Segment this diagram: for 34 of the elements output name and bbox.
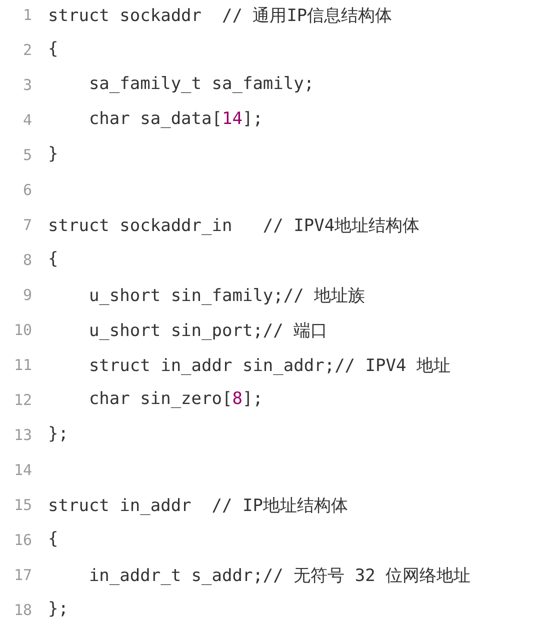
code-line: } (48, 144, 58, 164)
code-line: { (48, 39, 58, 59)
code-line: struct sockaddr // 通用IP信息结构体 (48, 5, 392, 27)
code-line: char sin_zero[8]; (88, 389, 263, 409)
code-line: }; (48, 424, 68, 444)
code-line: struct in_addr sin_addr;// IPV4 地址 (88, 355, 450, 377)
line-number: 7 (22, 216, 32, 234)
code-line: u_short sin_port;// 端口 (88, 320, 328, 342)
code-line: struct sockaddr_in // IPV4地址结构体 (48, 215, 420, 237)
line-number: 1 (22, 6, 32, 24)
line-number: 12 (12, 391, 32, 409)
line-number: 9 (22, 286, 32, 304)
code-line: sa_family_t sa_family; (88, 74, 314, 94)
line-number: 13 (12, 426, 32, 444)
code-line: { (48, 249, 58, 269)
line-number: 16 (12, 531, 32, 549)
line-number: 4 (22, 111, 32, 129)
line-number: 14 (12, 461, 32, 479)
line-number: 6 (22, 181, 32, 199)
line-number: 10 (12, 321, 32, 339)
line-number: 3 (22, 76, 32, 94)
code-line: u_short sin_family;// 地址族 (88, 285, 366, 307)
code-line: }; (48, 599, 68, 619)
code-line: char sa_data[14]; (88, 109, 263, 129)
code-line: { (48, 529, 58, 549)
line-number: 18 (12, 601, 32, 619)
code-line: in_addr_t s_addr;// 无符号 32 位网络地址 (88, 565, 471, 587)
line-number: 5 (22, 146, 32, 164)
line-number: 11 (12, 356, 32, 374)
line-number: 17 (12, 566, 32, 584)
line-number: 15 (12, 496, 32, 514)
line-number: 8 (22, 251, 32, 269)
line-number: 2 (22, 41, 32, 59)
code-line: struct in_addr // IP地址结构体 (48, 495, 348, 517)
